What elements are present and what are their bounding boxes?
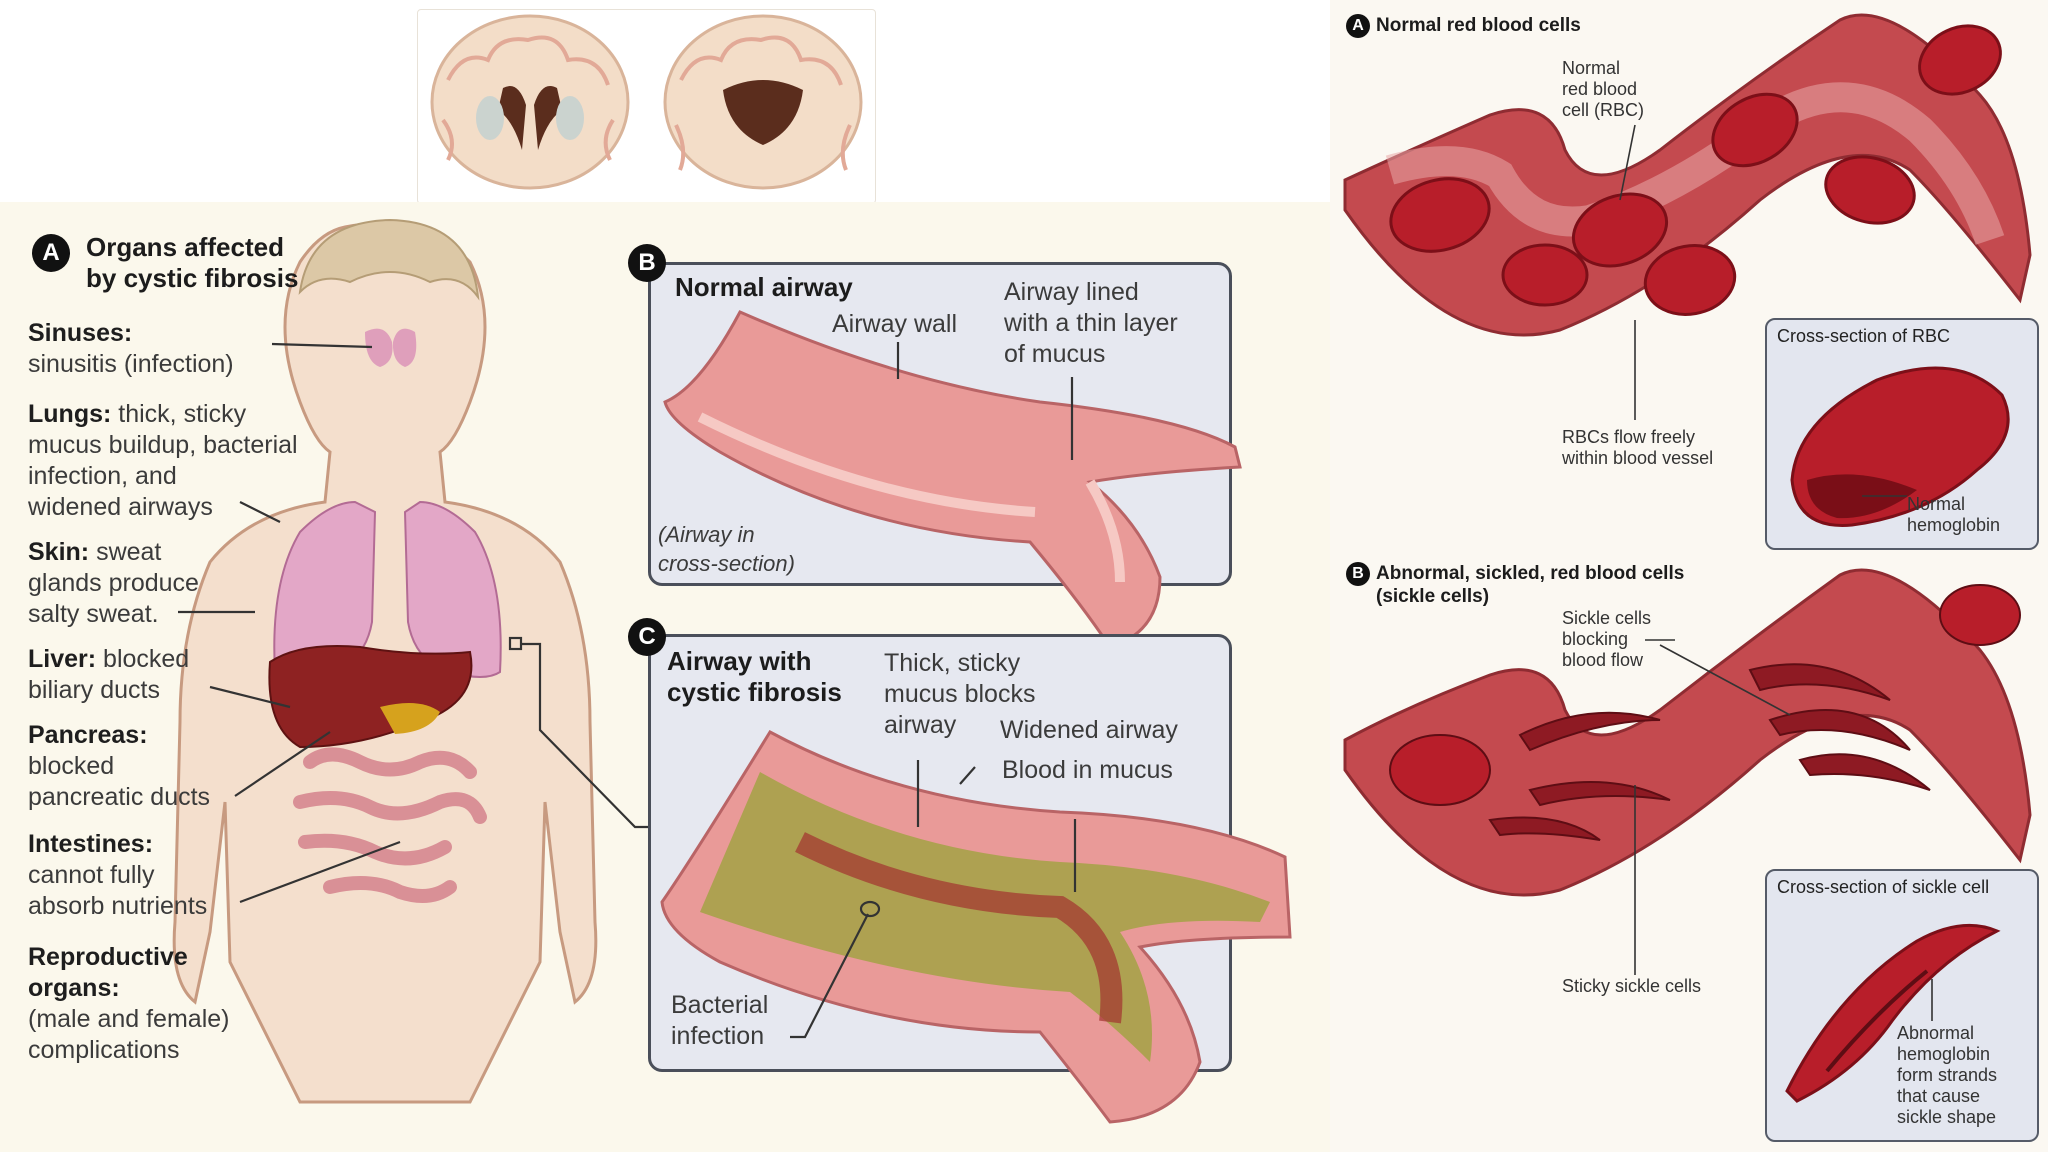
sickle-cell-group [1389,584,2021,841]
label-airway-lined: Airway lined with a thin layer of mucus [1004,278,1178,368]
label-sickle-blocking: Sickle cells blocking blood flow [1562,608,1652,670]
label-skin: Skin: sweat glands produce salty sweat. [28,538,199,628]
sinus-right [392,328,417,367]
label-liver: Liver: blocked biliary ducts [28,645,190,704]
label-rbc-flow: RBCs flow freely within blood vessel [1562,427,1714,468]
label-sinuses: Sinuses: sinusitis (infection) [28,319,234,378]
hair [298,218,480,301]
cf-airway-illustration [660,730,1292,1124]
normal-airway-tube [663,310,1242,649]
pancreas [380,703,440,734]
liver [268,645,473,749]
panel-b-badge: B [628,244,666,282]
sickle-cross-section-illustration [1785,923,2001,1103]
mucus-fill [700,772,1270,1062]
label-pancreas: Pancreas: blocked pancreatic ducts [28,721,211,811]
body-illustration [172,218,650,1104]
label-abnormal-hemoglobin: Abnormal hemoglobin form strands that ca… [1897,1023,1998,1127]
blood-vessel-illustration [1343,13,2032,975]
brain-section-left [430,14,630,190]
label-widened-airway: Widened airway [1000,716,1178,744]
label-lungs: Lungs: thick, sticky mucus buildup, bact… [28,400,298,521]
rbc-panel-a-badge: A [1346,14,1370,38]
vessel-sickle [1343,568,2032,897]
label-intestines: Intestines: cannot fully absorb nutrient… [28,830,208,920]
brain-section-right [663,14,863,190]
rbc-panel-b-title: Abnormal, sickled, red blood cells (sick… [1376,563,1685,607]
sinus-left [365,328,393,367]
cf-airway-leaders [790,760,1077,1039]
leader-lines [178,342,650,904]
label-cross-section: (Airway in cross-section) [658,522,795,576]
panel-c-badge: C [628,618,666,656]
rbc-panel-a-title: Normal red blood cells [1376,15,1581,36]
label-airway-wall: Airway wall [832,310,958,338]
brain-thumbnail-panel [417,9,876,204]
rbc-panel-b-badge: B [1346,562,1370,586]
label-thick-mucus: Thick, sticky mucus blocks airway [884,649,1036,739]
panel-a-title: Organs affected by cystic fibrosis [86,232,299,293]
red-blood-cells-panel: A Normal red blood cells Normal red bloo… [1330,0,2048,1152]
rbc-leaders-a [1619,124,1636,420]
sickle-cross-section-inset: Cross-section of sickle cell Abnormal he… [1765,869,2039,1142]
panel-c-title: Airway with cystic fibrosis [667,646,842,707]
normal-airway-leaders [896,342,1074,460]
rbc-cross-section-inset: Cross-section of RBC Normal hemoglobin [1765,318,2039,550]
label-bacterial-infection: Bacterial infection [671,991,769,1050]
blood-in-mucus [795,832,1123,1024]
sickle-inset-title: Cross-section of sickle cell [1777,877,1990,897]
rbc-inset-title: Cross-section of RBC [1777,326,1951,346]
rbc-leaders-b [1634,639,1791,975]
label-normal-hemoglobin: Normal hemoglobin [1907,494,2001,535]
cystic-fibrosis-panel: A Organs affected by cystic fibrosis Sin… [0,202,1330,1152]
panel-b-title: Normal airway [675,272,853,302]
rbc-cross-section-illustration [1790,366,2010,527]
brain-coronal-sections [430,14,863,190]
panel-a-badge: A [32,234,70,272]
label-blood-in-mucus: Blood in mucus [1002,756,1173,784]
normal-airway-illustration [663,310,1242,649]
label-reproductive: Reproductive organs: (male and female) c… [28,943,230,1064]
label-normal-rbc: Normal red blood cell (RBC) [1562,58,1645,120]
rbc-group-normal [1389,24,2002,316]
label-sticky-sickle: Sticky sickle cells [1562,976,1702,996]
normal-airway-lining [697,412,1036,517]
